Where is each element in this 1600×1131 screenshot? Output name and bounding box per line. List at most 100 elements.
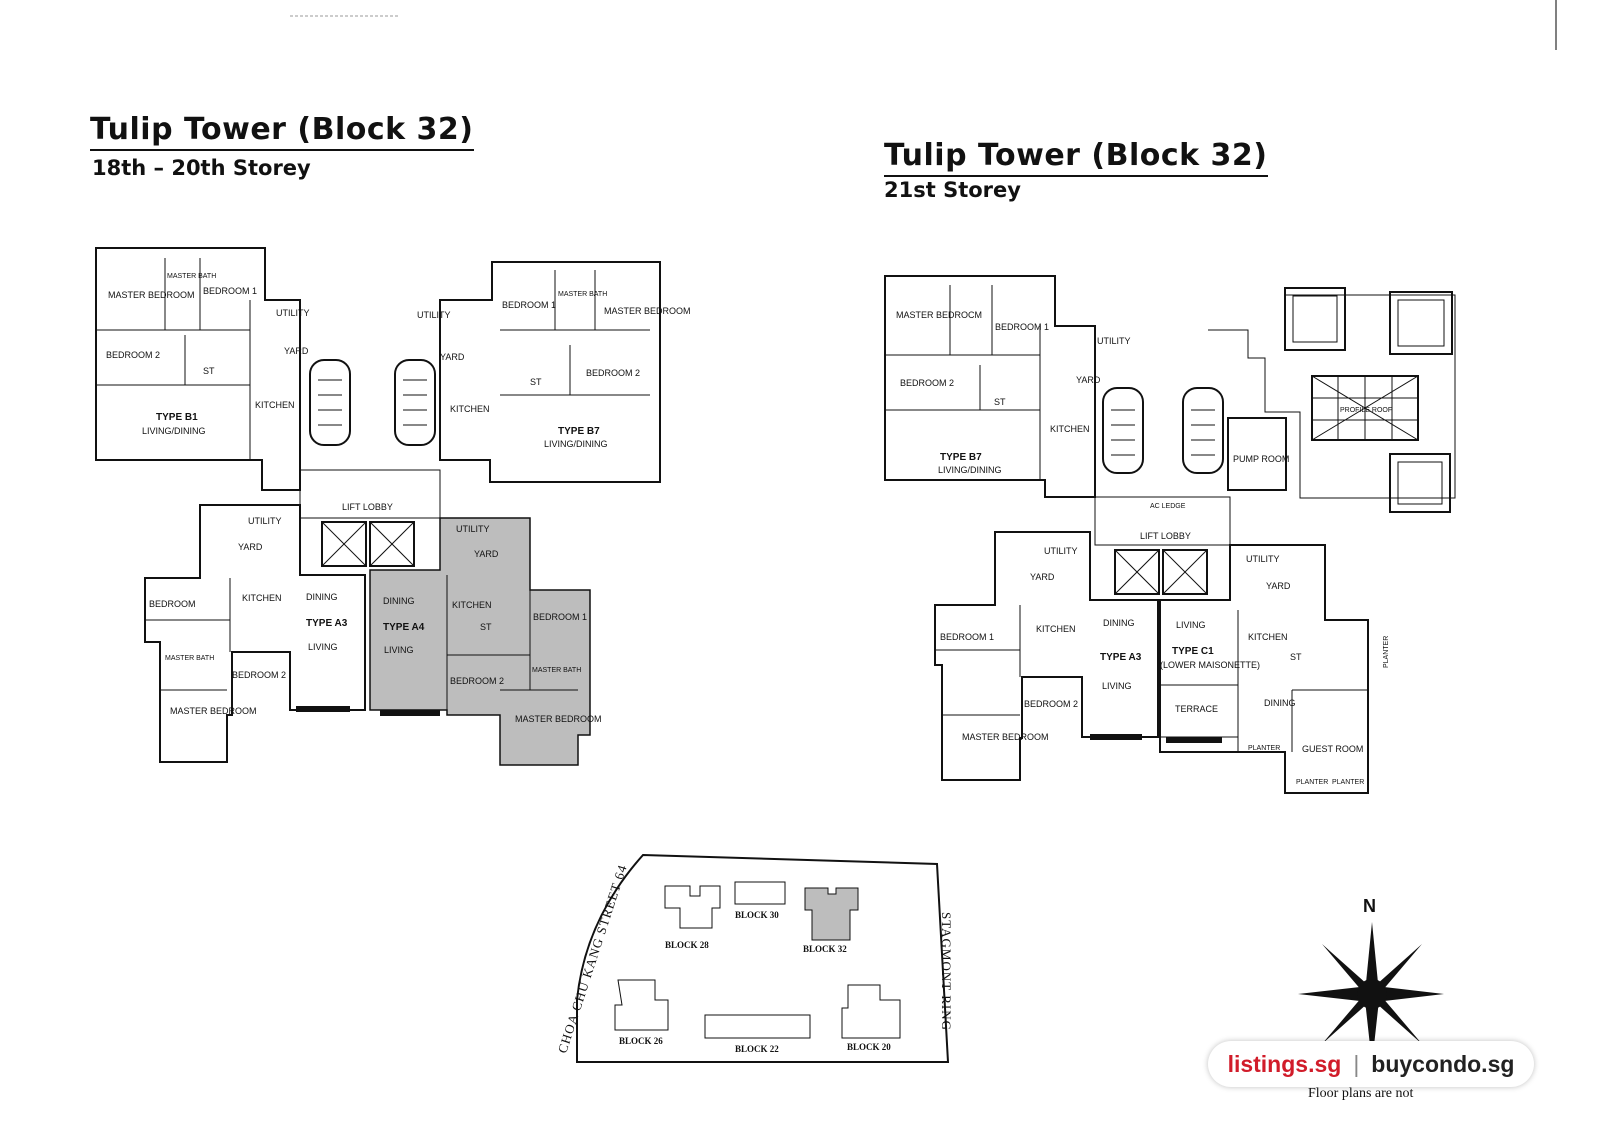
left-a3-bedroom2: BEDROOM 2: [232, 670, 286, 680]
left-type-b1: TYPE B1: [156, 412, 198, 423]
right-a3-bedroom1: BEDROOM 1: [940, 632, 994, 642]
right-type-c1: TYPE C1: [1172, 646, 1214, 657]
left-b1-yard: YARD: [284, 346, 309, 356]
right-c1-st: ST: [1290, 652, 1302, 662]
right-c1-yard: YARD: [1266, 581, 1291, 591]
right-a3-yard: YARD: [1030, 572, 1055, 582]
right-ac-ledge: AC LEDGE: [1150, 503, 1186, 510]
right-c1-kitchen: KITCHEN: [1248, 632, 1288, 642]
site-street-east: STAGMONT RING: [939, 912, 954, 1031]
right-a3-master-bedroom: MASTER BEDROOM: [962, 732, 1049, 742]
left-a3-bedroom: BEDROOM: [149, 599, 196, 609]
site-block-32: BLOCK 32: [803, 944, 847, 954]
right-plan-title: Tulip Tower (Block 32): [884, 138, 1268, 177]
left-b1-living-dining: LIVING/DINING: [142, 426, 206, 436]
right-c1-utility: UTILITY: [1246, 554, 1280, 564]
left-a4-master-bedroom: MASTER BEDROOM: [515, 714, 602, 724]
site-block-28: BLOCK 28: [665, 940, 709, 950]
left-b7-living-dining: LIVING/DINING: [544, 439, 608, 449]
site-street-west: CHOA CHU KANG STREET 64: [555, 862, 630, 1055]
left-b1-kitchen: KITCHEN: [255, 400, 295, 410]
site-block-22: BLOCK 22: [735, 1044, 779, 1054]
left-a4-living: LIVING: [384, 645, 414, 655]
left-b1-master-bath: MASTER BATH: [167, 273, 216, 280]
left-b7-bedroom1: BEDROOM 1: [502, 300, 556, 310]
right-c1-planter-2: PLANTER: [1296, 779, 1328, 786]
right-roof: PROFILE ROOF: [1340, 407, 1392, 414]
right-b7-kitchen: KITCHEN: [1050, 424, 1090, 434]
right-b7-st: ST: [994, 397, 1006, 407]
right-c1-lower-maisonette: (LOWER MAISONETTE): [1160, 660, 1260, 670]
left-a3-yard: YARD: [238, 542, 263, 552]
right-c1-guest-room: GUEST ROOM: [1302, 744, 1363, 754]
left-a4-st: ST: [480, 622, 492, 632]
right-b7-bedroom2: BEDROOM 2: [900, 378, 954, 388]
left-plan-subtitle: 18th – 20th Storey: [92, 156, 311, 180]
left-a4-dining: DINING: [383, 596, 415, 606]
left-b1-master-bedroom: MASTER BEDROOM: [108, 290, 195, 300]
left-a4-bedroom2: BEDROOM 2: [450, 676, 504, 686]
site-block-26: BLOCK 26: [619, 1036, 663, 1046]
right-type-a3: TYPE A3: [1100, 652, 1142, 663]
right-b7-bedroom1: BEDROOM 1: [995, 322, 1049, 332]
left-b1-bedroom2: BEDROOM 2: [106, 350, 160, 360]
left-a3-kitchen: KITCHEN: [242, 593, 282, 603]
left-type-a3: TYPE A3: [306, 618, 348, 629]
left-b7-bedroom2: BEDROOM 2: [586, 368, 640, 378]
watermark-badge: listings.sg | buycondo.sg: [1208, 1041, 1534, 1087]
left-b7-master-bath: MASTER BATH: [558, 291, 607, 298]
left-a3-living: LIVING: [308, 642, 338, 652]
left-a4-master-bath: MASTER BATH: [532, 667, 581, 674]
left-b7-kitchen: KITCHEN: [450, 404, 490, 414]
right-c1-planter-side: PLANTER: [1383, 636, 1390, 668]
right-a3-kitchen: KITCHEN: [1036, 624, 1076, 634]
right-c1-planter-3: PLANTER: [1332, 779, 1364, 786]
site-block-20: BLOCK 20: [847, 1042, 891, 1052]
watermark-separator: |: [1353, 1050, 1360, 1077]
left-a3-master-bath: MASTER BATH: [165, 655, 214, 662]
left-a4-utility: UTILITY: [456, 524, 490, 534]
left-a4-bedroom1: BEDROOM 1: [533, 612, 587, 622]
right-a3-dining: DINING: [1103, 618, 1135, 628]
right-b7-yard: YARD: [1076, 375, 1101, 385]
left-floor-plan: MASTER BEDROOM MASTER BATH BEDROOM 1 BED…: [95, 247, 691, 766]
watermark-buycondo: buycondo.sg: [1371, 1050, 1515, 1077]
compass-icon: [1298, 922, 1444, 1064]
left-b1-st: ST: [203, 366, 215, 376]
left-a3-master-bedroom: MASTER BEDROOM: [170, 706, 257, 716]
footer-note: Floor plans are not: [1308, 1086, 1414, 1101]
right-type-b7: TYPE B7: [940, 452, 982, 463]
right-b7-utility: UTILITY: [1097, 336, 1131, 346]
right-plan-subtitle: 21st Storey: [884, 178, 1021, 202]
left-b7-master-bedroom: MASTER BEDROOM: [604, 306, 691, 316]
right-c1-living: LIVING: [1176, 620, 1206, 630]
left-a3-dining: DINING: [306, 592, 338, 602]
left-a4-kitchen: KITCHEN: [452, 600, 492, 610]
right-a3-living: LIVING: [1102, 681, 1132, 691]
right-a3-bedroom2: BEDROOM 2: [1024, 699, 1078, 709]
left-a3-utility: UTILITY: [248, 516, 282, 526]
right-a3-utility: UTILITY: [1044, 546, 1078, 556]
left-lift-lobby: LIFT LOBBY: [342, 502, 393, 512]
left-b7-st: ST: [530, 377, 542, 387]
watermark-listings: listings.sg: [1227, 1050, 1342, 1077]
right-c1-planter-1: PLANTER: [1248, 745, 1280, 752]
compass-north-label: N: [1363, 896, 1376, 916]
left-b7-yard: YARD: [440, 352, 465, 362]
right-pump-room: PUMP ROOM: [1233, 454, 1289, 464]
site-block-30: BLOCK 30: [735, 910, 779, 920]
right-b7-living-dining: LIVING/DINING: [938, 465, 1002, 475]
left-plan-title: Tulip Tower (Block 32): [90, 112, 474, 151]
site-plan: CHOA CHU KANG STREET 64 STAGMONT RING BL…: [555, 853, 954, 1063]
left-b7-utility: UTILITY: [417, 310, 451, 320]
left-b1-utility: UTILITY: [276, 308, 310, 318]
right-b7-master-bedroom: MASTER BEDROCM: [896, 310, 982, 320]
right-lift-lobby: LIFT LOBBY: [1140, 531, 1191, 541]
left-a4-yard: YARD: [474, 549, 499, 559]
left-type-a4: TYPE A4: [383, 622, 425, 633]
right-floor-plan: MASTER BEDROCM BEDROOM 1 BEDROOM 2 ST KI…: [884, 275, 1456, 794]
right-c1-terrace: TERRACE: [1175, 704, 1218, 714]
left-b1-bedroom1: BEDROOM 1: [203, 286, 257, 296]
left-type-b7: TYPE B7: [558, 426, 600, 437]
